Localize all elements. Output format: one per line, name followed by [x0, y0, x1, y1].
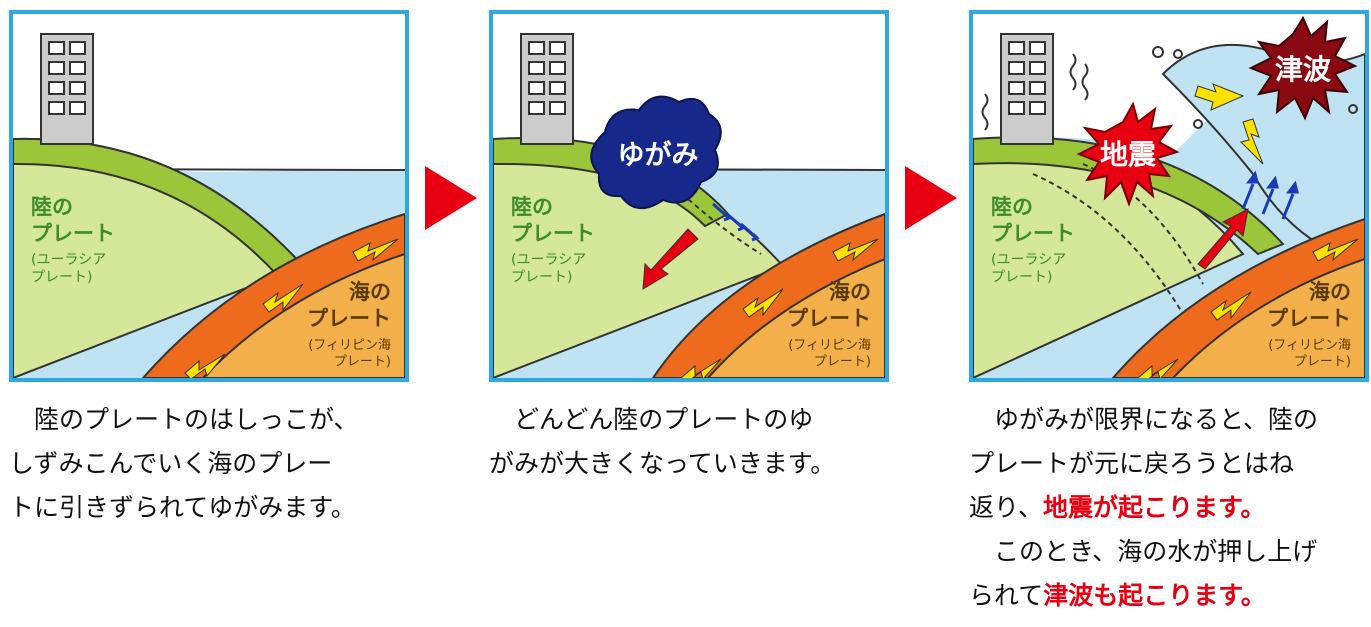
sea-plate-label: 海のプレート — [1267, 280, 1351, 330]
plate-motion-arrows — [184, 238, 399, 378]
sea-plate-label: 海のプレート — [307, 280, 391, 330]
uplift-arrows — [1241, 170, 1299, 220]
panel-1-illustration: 陸のプレート (ユーラシアプレート) 海のプレート (フィリピン海プレート) — [13, 14, 405, 378]
shake-lines-icon — [981, 53, 1089, 131]
tsunami-burst-icon — [1248, 15, 1358, 121]
panel-2-illustration: ゆがみ 陸のプレート (ユーラシアプレート) 海のプレート (フィリピン海プレー… — [493, 14, 885, 378]
caption-step-2: どんどん陸のプレートのゆ がみが大きくなっていきます。 — [489, 398, 899, 486]
label-line: プレート) — [31, 270, 92, 286]
caption-line: このとき、海の水が押し上げ — [969, 537, 1318, 566]
caption-text: 返り、 — [969, 493, 1044, 522]
rebound-arrow-icon — [1197, 208, 1249, 270]
tsunami-label: 津波 — [1275, 53, 1332, 86]
label-line: プレート — [1267, 306, 1351, 330]
tsunami-highlight: 津波も起こります。 — [1043, 581, 1266, 610]
caption-step-1: 陸のプレートのはしっこが、 しずみこんでいく海のプレー トに引きずられてゆがみま… — [9, 398, 419, 530]
label-line: プレート — [31, 221, 115, 245]
diagram-panel-1: 陸のプレート (ユーラシアプレート) 海のプレート (フィリピン海プレート) — [9, 10, 409, 382]
label-line: プレート) — [511, 270, 572, 286]
caption-line: ゆがみが限界になると、陸の — [969, 405, 1319, 434]
caption-line: どんどん陸のプレートのゆ — [489, 405, 814, 434]
diagram-panel-2: ゆがみ 陸のプレート (ユーラシアプレート) 海のプレート (フィリピン海プレー… — [489, 10, 889, 382]
label-line: プレート — [307, 306, 391, 330]
label-line: プレート) — [991, 270, 1052, 286]
sea-plate-sub-label: (フィリピン海プレート) — [1268, 338, 1351, 369]
caption-line: られて津波も起こります。 — [969, 574, 1369, 618]
label-line: プレート) — [334, 354, 391, 369]
next-step-arrow-icon — [905, 166, 957, 230]
label-line: プレート) — [814, 354, 871, 369]
earthquake-highlight: 地震が起こります。 — [1043, 493, 1266, 522]
land-plate-sub-label: (ユーラシアプレート) — [991, 252, 1066, 286]
sea-plate-label: 海のプレート — [787, 280, 871, 330]
land-plate-label: 陸のプレート — [991, 195, 1075, 245]
panel-3-illustration: 地震 津波 陸のプレート (ユーラシアプレート) — [973, 14, 1365, 378]
label-line: プレート — [511, 221, 595, 245]
sea-floor-sink-arrows — [712, 202, 760, 242]
earthquake-burst-icon — [1076, 101, 1180, 207]
sea-plate-sub-label: (フィリピン海プレート) — [308, 338, 391, 369]
earthquake-label: 地震 — [1100, 138, 1157, 171]
wave-direction-arrows — [1194, 83, 1264, 165]
caption-text: られて — [969, 581, 1044, 610]
label-line: プレート) — [1294, 354, 1351, 369]
caption-line: がみが大きくなっていきます。 — [489, 449, 836, 478]
sea-plate — [201, 252, 405, 378]
land-plate-sub-label: (ユーラシアプレート) — [511, 252, 586, 286]
caption-line: 返り、地震が起こります。 — [969, 486, 1369, 530]
land-plate-label: 陸のプレート — [31, 195, 115, 245]
caption-step-3: ゆがみが限界になると、陸の プレートが元に戻ろうとはね 返り、地震が起こります。… — [969, 398, 1369, 618]
label-line: プレート — [991, 221, 1075, 245]
label-line: プレート — [787, 306, 871, 330]
land-plate-sub-label: (ユーラシアプレート) — [31, 252, 106, 286]
caption-line: 陸のプレートのはしっこが、 — [9, 405, 359, 434]
caption-line: プレートが元に戻ろうとはね — [969, 449, 1295, 478]
next-step-arrow-icon — [425, 166, 477, 230]
caption-line: しずみこんでいく海のプレー — [9, 449, 333, 478]
downward-pull-arrow-icon — [642, 228, 699, 290]
distortion-burst-icon — [590, 95, 722, 209]
land-plate-label: 陸のプレート — [511, 195, 595, 245]
caption-line: トに引きずられてゆがみます。 — [9, 493, 356, 522]
diagram-panel-3: 地震 津波 陸のプレート (ユーラシアプレート) — [969, 10, 1369, 382]
distortion-label: ゆがみ — [618, 139, 699, 171]
sea-plate-sub-label: (フィリピン海プレート) — [788, 338, 871, 369]
